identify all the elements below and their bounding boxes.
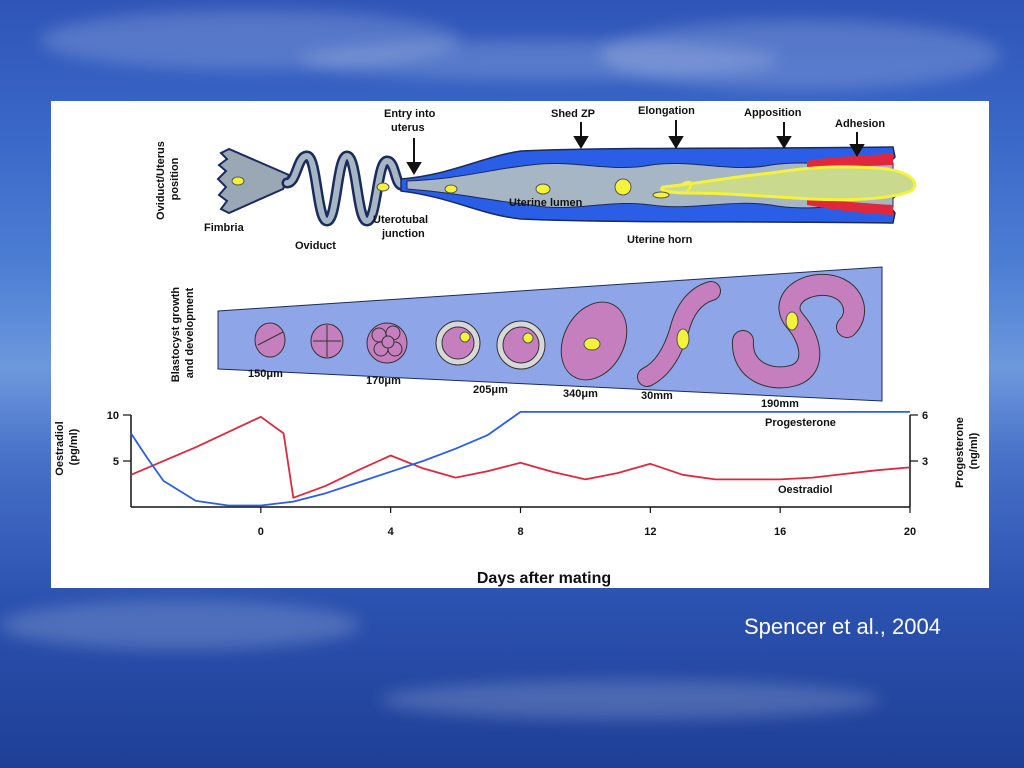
x-tick-label: 4: [388, 526, 395, 538]
right-tick-label: 3: [922, 456, 928, 468]
arrows: [406, 120, 865, 175]
label-apposition: Apposition: [744, 107, 802, 119]
growth-wedge: [217, 266, 883, 402]
label-oviduct: Oviduct: [295, 240, 336, 252]
right-tick-label: 6: [922, 410, 928, 422]
embryo-dot: [444, 184, 458, 194]
chart-lines: [130, 410, 911, 507]
stage-two-cell: [254, 322, 286, 358]
stage-filamentous: [732, 273, 865, 389]
panel-b-side-label: Blastocyst growth and development: [170, 284, 196, 382]
panel-a-side-label-1: Oviduct/Uterus: [155, 141, 167, 220]
label-entry-1: Entry into: [384, 108, 436, 120]
x-axis-label: Days after mating: [477, 570, 611, 587]
size-label: 190mm: [761, 398, 799, 410]
left-axis-label: Oestradiol (pg/ml): [54, 418, 80, 475]
embryo-dot: [535, 183, 551, 195]
x-tick-label: 12: [644, 526, 656, 538]
size-label: 30mm: [641, 390, 673, 402]
cloud-streak: [300, 40, 780, 80]
label-uterotubal: Uterotubal junction: [373, 214, 431, 240]
series-label-oestradiol: Oestradiol: [778, 484, 832, 496]
label-shed-zp: Shed ZP: [551, 108, 595, 120]
blastocyst-dot: [614, 178, 632, 196]
size-label: 150μm: [248, 368, 283, 380]
citation-text: Spencer et al., 2004: [744, 614, 941, 639]
x-tick-label: 8: [517, 526, 523, 538]
label-elongation: Elongation: [638, 105, 695, 117]
panel-a-side-label-2: position: [169, 157, 181, 200]
adhesion-zone-bottom: [807, 199, 893, 215]
label-uterotubal-1: Uterotubal: [373, 214, 428, 226]
label-uterine-lumen: Uterine lumen: [509, 197, 583, 209]
shed-zp-shell: [680, 180, 693, 192]
panel-a-side-label: Oviduct/Uterus position: [155, 138, 181, 220]
embryo-dot: [652, 191, 670, 199]
left-tick-label: 5: [113, 456, 119, 468]
embryo-dot: [376, 182, 390, 192]
embryo-dot: [231, 176, 245, 186]
right-axis-label: Progesterone (ng/ml): [954, 414, 980, 488]
stage-ovoid: [560, 301, 628, 381]
panel-oviduct-uterus: Oviduct/Uterus position F: [155, 105, 917, 252]
series-line-progesterone: [130, 410, 910, 507]
x-tick-label: 20: [904, 526, 916, 538]
figure-svg: Oviduct/Uterus position F: [54, 105, 980, 587]
cloud-streak: [0, 600, 360, 650]
series-line-oestradiol: [130, 415, 911, 499]
right-axis-label-1: Progesterone: [954, 417, 966, 488]
elongated-conceptus: [660, 165, 917, 202]
label-entry: Entry into uterus: [384, 108, 438, 134]
label-adhesion: Adhesion: [835, 118, 885, 130]
cloud-streak: [40, 10, 460, 70]
size-label: 205μm: [473, 384, 508, 396]
figure-panel: Oviduct/Uterus position F: [51, 101, 989, 588]
series-label-progesterone: Progesterone: [765, 417, 836, 429]
left-tick-label: 10: [107, 410, 119, 422]
x-tick-label: 16: [774, 526, 786, 538]
label-fimbria: Fimbria: [204, 222, 245, 234]
stage-expanded-blastocyst: [496, 320, 546, 370]
left-axis-label-1: Oestradiol: [54, 421, 66, 475]
adhesion-zone-top: [807, 153, 893, 169]
right-axis-label-2: (ng/ml): [968, 432, 980, 469]
x-tick-label: 0: [258, 526, 264, 538]
size-label: 170μm: [366, 375, 401, 387]
stage-blastocyst: [435, 320, 481, 366]
cloud-streak: [380, 680, 880, 720]
hormone-chart: 0 4 8 12 16 20 5 10 3 6 Oestradiol (pg/ml) Proges…: [54, 410, 980, 587]
panel-b-side-label-2: and development: [184, 287, 196, 378]
cloud-streak: [600, 20, 1000, 90]
fimbria-shape: [216, 147, 291, 215]
label-uterine-horn: Uterine horn: [627, 234, 693, 246]
stage-four-cell: [310, 323, 344, 359]
stage-morula: [366, 322, 408, 364]
oviduct-lumen: [284, 152, 404, 225]
panel-blastocyst-growth: Blastocyst growth and development: [170, 266, 883, 410]
label-entry-2: uterus: [391, 122, 425, 134]
chart-ticks: 0 4 8 12 16 20 5 10 3 6: [107, 410, 928, 538]
label-uterotubal-2: junction: [381, 228, 425, 240]
left-axis-label-2: (pg/ml): [68, 428, 80, 465]
stage-tubular: [637, 281, 721, 387]
panel-b-side-label-1: Blastocyst growth: [170, 287, 182, 383]
size-label: 340μm: [563, 388, 598, 400]
